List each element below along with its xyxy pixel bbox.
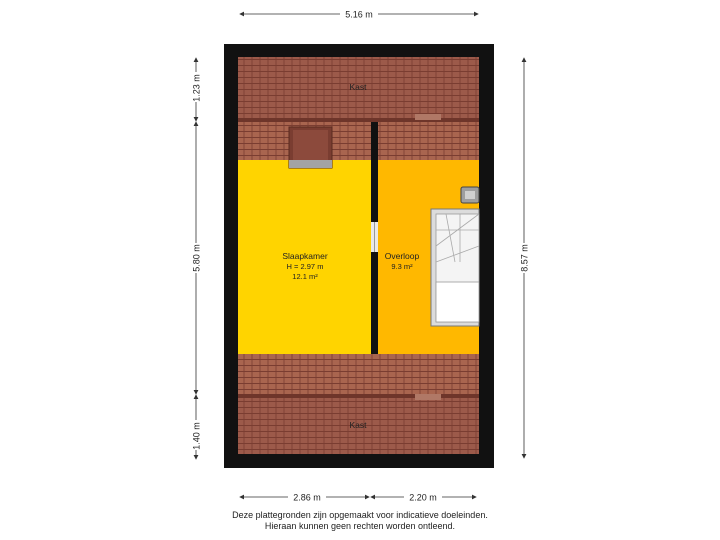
dim-left-bottom: 1.40 m [192, 422, 202, 450]
dim-bottom-right: 2.20 m [409, 493, 437, 503]
interior-wall-lower [371, 252, 378, 354]
skylight-sill [289, 160, 332, 168]
dim-right-total: 8.57 m [520, 244, 530, 272]
kneewall-bottom-shadow [238, 394, 479, 398]
roof-vent-top [415, 114, 441, 120]
staircase [430, 208, 480, 327]
skylight-glass [293, 130, 328, 164]
disclaimer-line-1: Deze plattegronden zijn opgemaakt voor i… [232, 510, 488, 520]
appliance-detail [465, 191, 475, 199]
room-label-kast-top: Kast [349, 82, 367, 92]
kneewall-top-shadow [238, 118, 479, 122]
disclaimer-line-2: Hieraan kunnen geen rechten worden ontle… [264, 521, 456, 531]
room-area-overloop: 9.3 m² [391, 262, 413, 271]
roof-bottom-kast [238, 396, 479, 454]
room-height-slaapkamer: H = 2.97 m [287, 262, 324, 271]
roof-top-kast [238, 57, 479, 120]
dim-left-middle: 5.80 m [192, 244, 202, 272]
room-area-slaapkamer: 12.1 m² [292, 272, 318, 281]
dim-bottom-left: 2.86 m [293, 493, 321, 503]
roof-bottom-slope [238, 354, 479, 396]
dim-left-top: 1.23 m [192, 74, 202, 102]
interior-wall-upper [371, 122, 378, 222]
roof-top-slope [238, 120, 479, 160]
room-label-overloop: Overloop [385, 251, 420, 261]
roof-vent-bottom [415, 394, 441, 400]
room-label-slaapkamer: Slaapkamer [282, 251, 328, 261]
room-label-kast-bottom: Kast [349, 420, 367, 430]
dim-top-width: 5.16 m [345, 10, 373, 20]
slaapkamer-floor [238, 160, 371, 354]
